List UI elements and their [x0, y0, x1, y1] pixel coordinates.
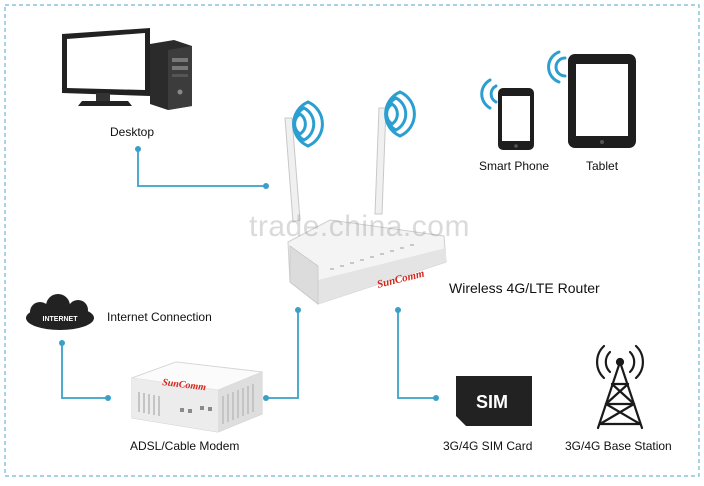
router-antennas: [284, 107, 387, 223]
tablet-label: Tablet: [586, 159, 619, 173]
connector-desktop-router: [137, 149, 266, 187]
base-station-tower-icon: [596, 344, 644, 430]
tablet-icon: [568, 54, 636, 148]
sim-card-icon: [456, 376, 532, 426]
phone-wifi-signal-icon: [480, 78, 498, 110]
modem-label: ADSL/Cable Modem: [130, 439, 240, 453]
connector-dots: [59, 146, 439, 401]
desktop-label: Desktop: [110, 125, 155, 139]
adsl-modem-icon: [131, 361, 263, 433]
smart-phone-icon: [498, 88, 534, 150]
router-label: Wireless 4G/LTE Router: [449, 280, 600, 296]
tablet-wifi-signal-icon: [547, 50, 567, 84]
modem-brand-logo: SunComm: [162, 377, 207, 393]
internet-cloud-icon: [26, 294, 94, 330]
connector-modem-router: [266, 310, 299, 399]
sim-card-label: 3G/4G SIM Card: [443, 439, 533, 453]
outer-dashed-border: [4, 4, 700, 477]
connector-internet-modem: [61, 343, 108, 399]
smart-phone-label: Smart Phone: [479, 159, 550, 173]
desktop-tower-icon: [150, 40, 192, 110]
sim-card-text: SIM: [476, 392, 508, 412]
connector-lines: [61, 149, 436, 399]
internet-cloud-label: INTERNET: [43, 316, 79, 323]
connector-router-sim: [397, 310, 436, 399]
router-body: [287, 219, 447, 305]
internet-connection-label: Internet Connection: [107, 310, 212, 324]
desktop-monitor-icon: [62, 28, 150, 106]
base-station-label: 3G/4G Base Station: [565, 439, 672, 453]
watermark: trade.china.com: [249, 210, 470, 243]
router-wifi-signal-icon: [292, 90, 416, 148]
